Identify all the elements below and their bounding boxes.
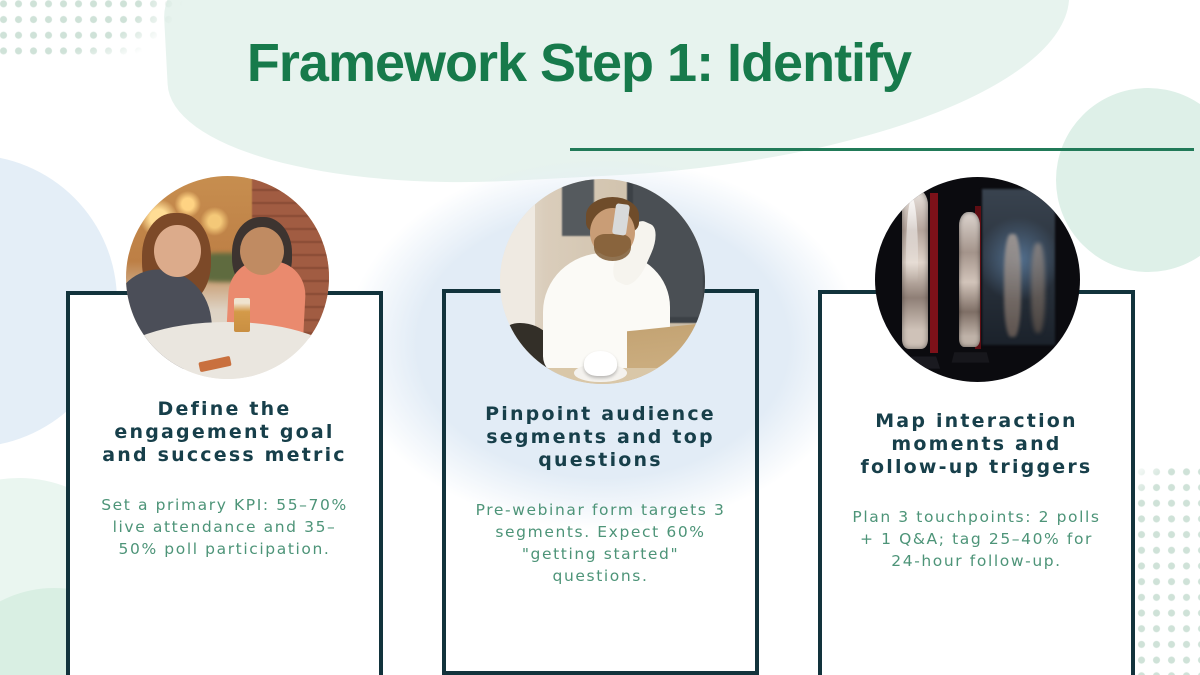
man-on-phone-photo xyxy=(500,179,705,384)
dot-pattern-top-left xyxy=(0,0,196,62)
card-2-body: Pre-webinar form targets 3 segments. Exp… xyxy=(475,500,726,585)
framework-card-2: Pinpoint audience segments and top quest… xyxy=(442,289,759,675)
award-sculptures-photo xyxy=(875,177,1080,382)
card-2-heading: Pinpoint audience segments and top quest… xyxy=(485,403,716,472)
card-3-heading: Map interaction moments and follow-up tr… xyxy=(860,410,1093,479)
title-underline xyxy=(570,148,1194,151)
slide-title: Framework Step 1: Identify xyxy=(246,33,912,93)
card-1-body: Set a primary KPI: 55–70% live attendanc… xyxy=(101,495,348,558)
card-1-heading: Define the engagement goal and success m… xyxy=(102,398,347,467)
dot-pattern-bottom-right xyxy=(1134,464,1200,675)
arrow-right-icon xyxy=(1040,52,1091,88)
card-3-body: Plan 3 touchpoints: 2 polls + 1 Q&A; tag… xyxy=(852,507,1101,570)
cafe-meeting-photo xyxy=(126,176,329,379)
mint-circle-right xyxy=(1056,88,1200,272)
